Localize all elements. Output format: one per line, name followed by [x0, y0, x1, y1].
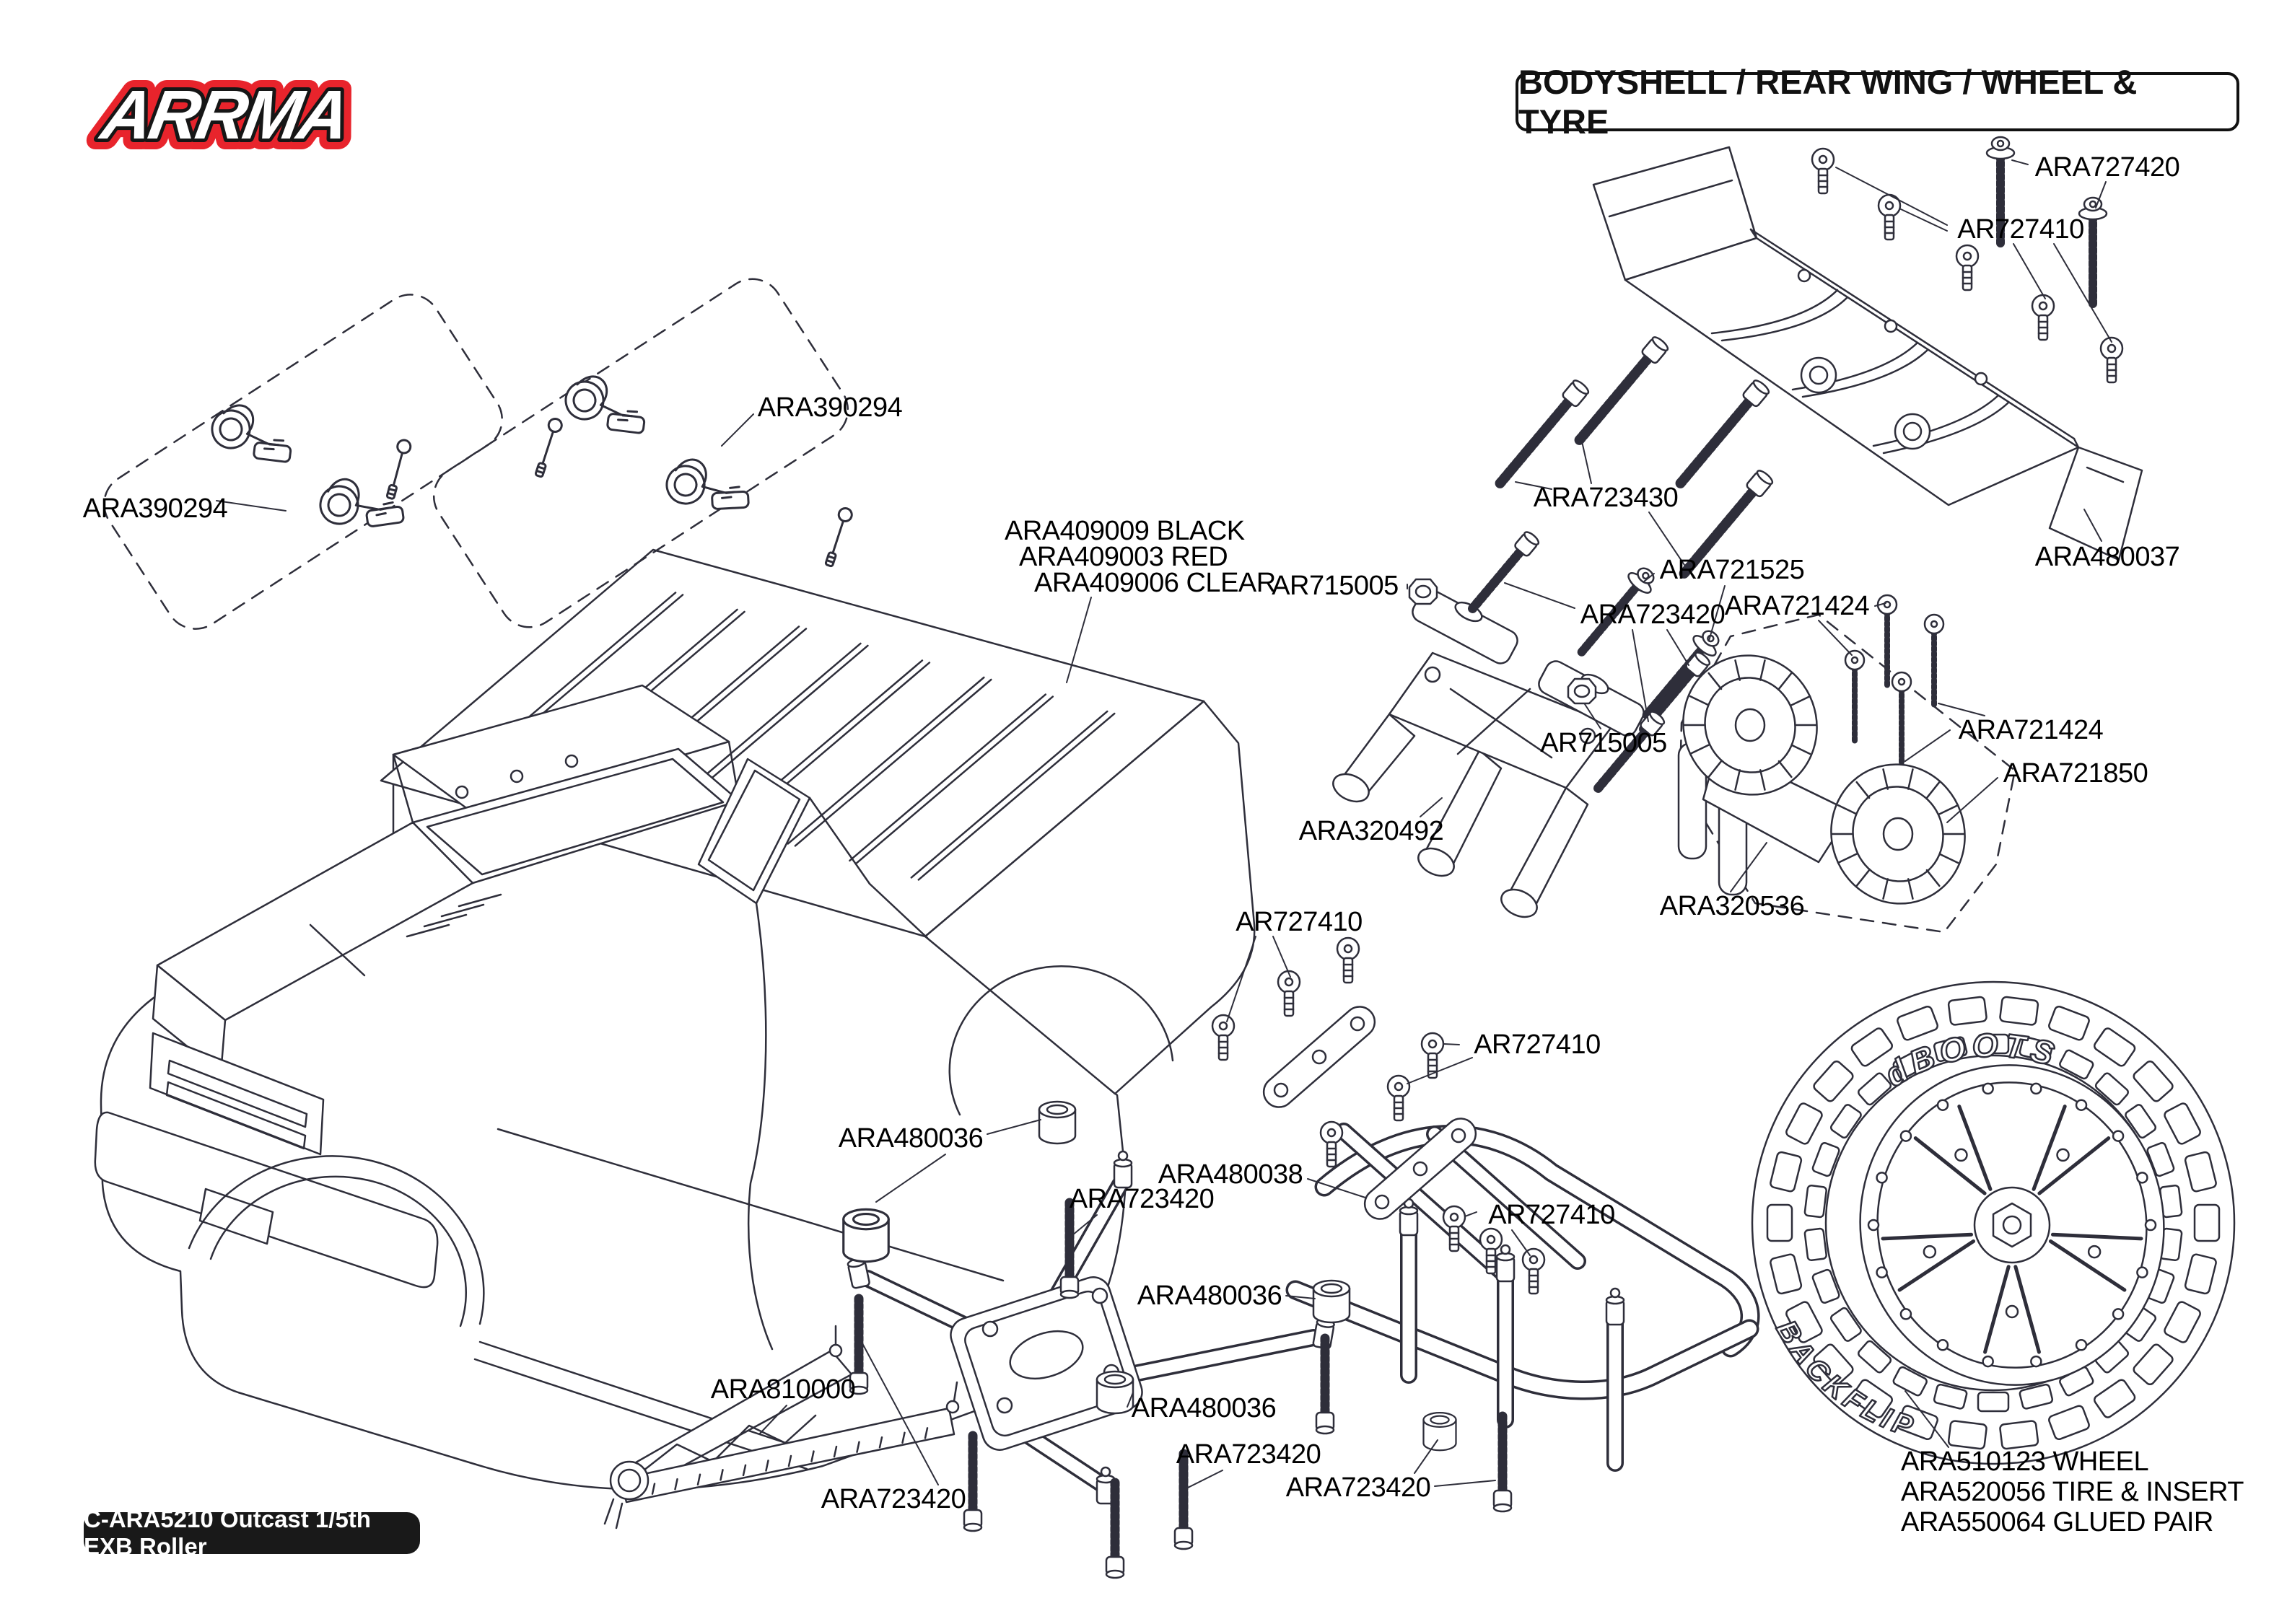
screw-icon: [1892, 672, 1911, 765]
rear-wing-drawing: [1592, 146, 2143, 561]
part-label: ARA409003 RED: [1019, 542, 1228, 572]
model-badge-text: C-ARA5210 Outcast 1/5th EXB Roller: [84, 1506, 371, 1560]
part-label: ARA510123 WHEEL: [1901, 1447, 2149, 1477]
part-label: ARA480036: [1137, 1281, 1282, 1311]
wheelie-wheel-icon: [1830, 763, 1966, 905]
wing-button-icon: [1894, 413, 1931, 450]
screw-icon: [1521, 1247, 1546, 1295]
screw-icon: [1211, 1014, 1236, 1061]
screw-icon: [964, 1436, 981, 1531]
part-label: ARA723420: [1580, 600, 1726, 630]
wing-mount-drawing: [1332, 588, 1645, 918]
screw-icon: [1925, 615, 1943, 707]
page-title: BODYSHELL / REAR WING / WHEEL & TYRE: [1518, 63, 2138, 141]
part-label: ARA723420: [821, 1484, 966, 1514]
nut-icon: [1567, 677, 1597, 705]
screw-icon: [1494, 1416, 1511, 1511]
screw-icon: [1386, 1074, 1411, 1122]
part-label: ARA723420: [1176, 1439, 1321, 1470]
wing-button-icon: [1800, 356, 1837, 394]
wheelie-wheel-icon: [1682, 654, 1818, 796]
arrma-logo: ARRMA ARRMA: [85, 65, 364, 162]
nut-icon: [1408, 578, 1438, 605]
part-label: ARA721525: [1659, 555, 1805, 585]
part-label: ARA390294: [757, 392, 903, 423]
part-label: ARA721424: [1958, 715, 2104, 745]
part-label: ARA810000: [710, 1374, 856, 1405]
part-label: ARA727420: [2034, 152, 2180, 183]
part-label: ARA550064 GLUED PAIR: [1901, 1507, 2213, 1537]
part-label: AR727410: [1957, 214, 2084, 245]
tire-and-wheel-drawing: dBOOTS BACKFLIP: [1751, 980, 2236, 1465]
screw-icon: [1336, 936, 1360, 984]
part-label: ARA721424: [1724, 591, 1870, 621]
part-label: AR727410: [1236, 907, 1363, 937]
part-label: ARA721850: [2003, 758, 2148, 789]
part-label: ARA723430: [1533, 483, 1679, 513]
page-title-box: BODYSHELL / REAR WING / WHEEL & TYRE: [1516, 63, 2239, 141]
part-label: ARA409009 BLACK: [1005, 516, 1245, 546]
part-label: ARA320492: [1298, 816, 1444, 846]
screw-icon: [2031, 294, 2055, 341]
part-label: ARA480037: [2034, 542, 2180, 572]
part-label: ARA480036: [838, 1123, 984, 1154]
screw-icon: [1316, 1338, 1334, 1434]
part-label: ARA320536: [1659, 891, 1805, 921]
logo-text-outline: ARRMA: [95, 76, 353, 154]
body-clip-tool-drawing: [603, 1325, 960, 1529]
screw-icon: [1877, 193, 1902, 241]
model-badge: C-ARA5210 Outcast 1/5th EXB Roller: [84, 1506, 420, 1560]
part-label: ARA390294: [82, 493, 228, 524]
truck-bodyshell-drawing: [94, 548, 1256, 1491]
screw-icon: [2099, 336, 2124, 384]
body-mount-bar-drawing: [1262, 1006, 1477, 1220]
screw-icon: [1277, 970, 1301, 1017]
wheelie-bar-drawing: [1677, 613, 2016, 934]
screw-icon: [1466, 530, 1540, 615]
body-clip-set-left: [103, 294, 503, 630]
part-label: ARA480038: [1158, 1159, 1303, 1190]
part-label: ARA480036: [1131, 1393, 1277, 1423]
body-clip-set-right: [432, 278, 855, 628]
part-label: AR727410: [1488, 1200, 1615, 1230]
screw-icon: [1955, 244, 1980, 291]
part-label: ARA520056 TIRE & INSERT: [1901, 1477, 2244, 1507]
part-label: ARA723420: [1069, 1184, 1215, 1214]
part-label: AR715005: [1272, 571, 1399, 601]
logo-text: ARRMA: [95, 76, 353, 154]
screw-icon: [1878, 595, 1897, 688]
screw-icon: [1319, 1120, 1344, 1168]
part-label: AR727410: [1474, 1030, 1601, 1060]
callout-leader-lines: [216, 159, 2112, 1488]
screw-icon: [1845, 651, 1864, 743]
screw-icon: [1811, 147, 1835, 195]
screw-icon: [1493, 378, 1591, 489]
cowl-vents-icon: [406, 893, 502, 938]
part-label: AR715005: [1540, 728, 1667, 758]
part-label: ARA723420: [1285, 1472, 1431, 1503]
part-label: ARA409006 CLEAR: [1034, 568, 1276, 598]
